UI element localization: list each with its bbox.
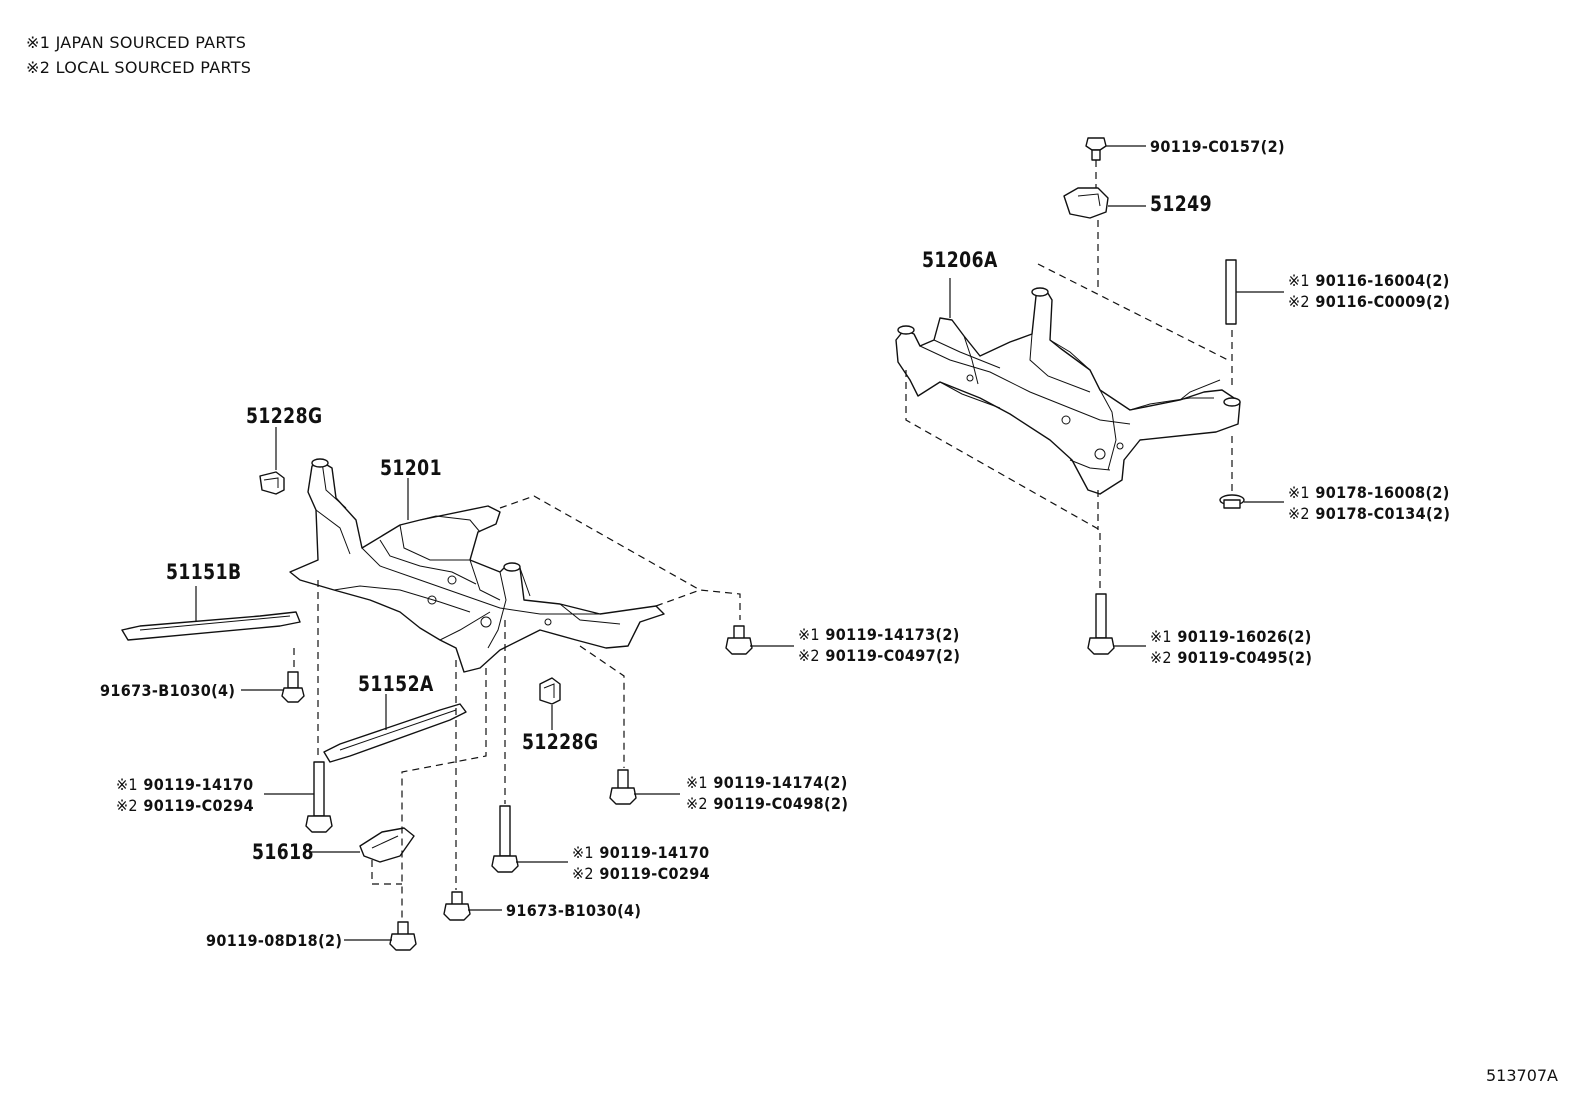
pn-90119-c0497: 90119-C0497(2) — [825, 646, 961, 665]
bolt-90119-c0157 — [1085, 137, 1107, 161]
pn-90119-08d18: 90119-08D18(2) — [206, 931, 343, 950]
rear-crossmember-51206a — [895, 287, 1241, 495]
brace-51151b — [121, 611, 301, 641]
pn-90119-c0498: 90119-C0498(2) — [713, 794, 849, 813]
pn-90119-14170-b: 90119-14170 — [599, 843, 710, 862]
pn-group-rear-outer: ※1 90119-14173(2) ※2 90119-C0497(2) — [798, 624, 960, 666]
legend-japan-sourced: ※1 JAPAN SOURCED PARTS — [26, 33, 247, 52]
mark-local: ※2 — [1288, 504, 1310, 523]
label-51201: 51201 — [380, 456, 442, 480]
bolt-91673-left — [281, 671, 305, 703]
mark-local: ※2 — [798, 646, 820, 665]
mark-local: ※2 — [572, 864, 594, 883]
pn-90119-c0495: 90119-C0495(2) — [1177, 648, 1313, 667]
mark-japan: ※1 — [1288, 271, 1310, 290]
label-51151b: 51151B — [166, 560, 242, 584]
bolt-90119-08d18 — [389, 921, 417, 951]
pn-group-rear-inner: ※1 90119-14174(2) ※2 90119-C0498(2) — [686, 772, 848, 814]
pn-91673-b1030-left: 91673-B1030(4) — [100, 681, 236, 700]
pn-90119-c0157: 90119-C0157(2) — [1150, 137, 1285, 156]
pn-90178-c0134: 90178-C0134(2) — [1315, 504, 1451, 523]
pn-90119-c0294-a: 90119-C0294 — [143, 796, 255, 815]
brace-51152a — [323, 703, 467, 763]
pn-90119-14170-a: 90119-14170 — [143, 775, 254, 794]
bracket-51228g-top — [259, 471, 285, 495]
pn-group-front-mid: ※1 90119-14170 ※2 90119-C0294 — [572, 842, 710, 884]
pn-group-front-left: ※1 90119-14170 ※2 90119-C0294 — [116, 774, 254, 816]
source-legend: ※1 JAPAN SOURCED PARTS ※2 LOCAL SOURCED … — [26, 30, 251, 80]
mark-local: ※2 — [1288, 292, 1310, 311]
label-51249: 51249 — [1150, 192, 1212, 216]
pn-90116-16004: 90116-16004(2) — [1315, 271, 1450, 290]
mark-japan: ※1 — [1150, 627, 1172, 646]
mark-local: ※2 — [116, 796, 138, 815]
label-51152a: 51152A — [358, 672, 434, 696]
pn-90119-14173: 90119-14173(2) — [825, 625, 960, 644]
mark-local: ※2 — [686, 794, 708, 813]
pn-group-rear-bolt: ※1 90119-16026(2) ※2 90119-C0495(2) — [1150, 626, 1312, 668]
pn-group-washer: ※1 90178-16008(2) ※2 90178-C0134(2) — [1288, 482, 1450, 524]
pn-90119-14174: 90119-14174(2) — [713, 773, 848, 792]
figure-id: 513707A — [1485, 1066, 1558, 1085]
washer-90178-16008 — [1219, 494, 1245, 509]
bracket-51249 — [1063, 187, 1109, 219]
stud-90116-16004 — [1225, 259, 1237, 325]
plate-51618 — [359, 827, 415, 863]
mark-japan: ※1 — [686, 773, 708, 792]
mark-japan: ※1 — [798, 625, 820, 644]
label-51206a: 51206A — [922, 248, 998, 272]
bracket-51228g-bottom — [539, 677, 561, 705]
bolt-90119-14174 — [609, 769, 637, 805]
bolt-91673-bottom — [443, 891, 471, 921]
mark-japan: ※1 — [1288, 483, 1310, 502]
pn-91673-b1030-bottom: 91673-B1030(4) — [506, 901, 642, 920]
pn-group-stud: ※1 90116-16004(2) ※2 90116-C0009(2) — [1288, 270, 1450, 312]
label-51228g-bottom: 51228G — [522, 730, 599, 754]
mark-japan: ※1 — [572, 843, 594, 862]
mark-japan: ※1 — [116, 775, 138, 794]
pn-90119-16026: 90119-16026(2) — [1177, 627, 1312, 646]
pn-90119-c0294-b: 90119-C0294 — [599, 864, 711, 883]
bolt-90119-14173 — [725, 625, 753, 655]
legend-local-sourced: ※2 LOCAL SOURCED PARTS — [26, 58, 252, 77]
pn-90178-16008: 90178-16008(2) — [1315, 483, 1450, 502]
mark-local: ※2 — [1150, 648, 1172, 667]
bolt-90119-16026 — [1087, 593, 1115, 655]
front-crossmember-51201 — [289, 458, 665, 673]
label-51618: 51618 — [252, 840, 314, 864]
bolt-90119-14170-mid — [491, 805, 519, 873]
label-51228g-top: 51228G — [246, 404, 323, 428]
bolt-90119-14170-left — [305, 761, 333, 833]
pn-90116-c0009: 90116-C0009(2) — [1315, 292, 1451, 311]
